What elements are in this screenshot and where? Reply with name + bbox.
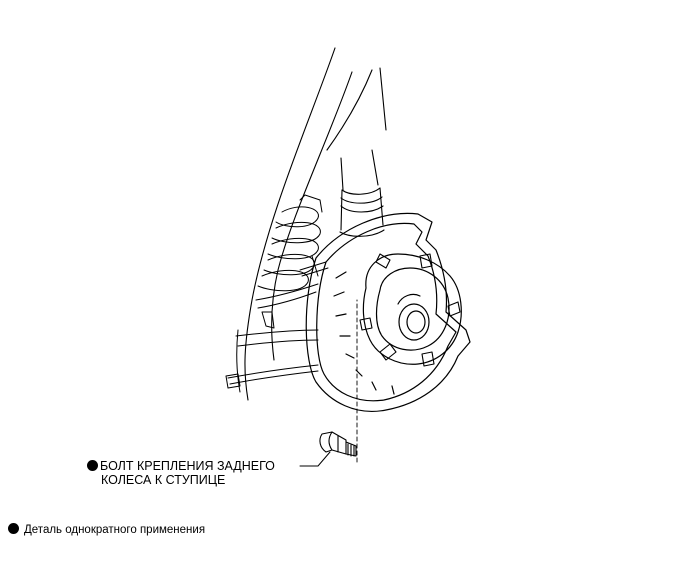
axle-hub bbox=[362, 253, 462, 365]
callout-leader-line bbox=[299, 451, 331, 467]
hub-bolt-callout-line1: БОЛТ КРЕПЛЕНИЯ ЗАДНЕГО bbox=[100, 459, 275, 473]
coil-spring bbox=[257, 194, 323, 292]
hub-bolt-callout-line2: КОЛЕСА К СТУПИЦЕ bbox=[101, 473, 226, 487]
legend-bullet-icon bbox=[8, 523, 19, 534]
wheel-arch bbox=[244, 47, 387, 401]
brake-dust-cover bbox=[305, 212, 471, 412]
hub-studs bbox=[359, 253, 461, 367]
legend-text: Деталь однократного применения bbox=[24, 524, 206, 536]
legend: Деталь однократного применения bbox=[8, 523, 205, 536]
one-time-use-bullet-icon bbox=[87, 460, 98, 471]
hub-bolt bbox=[319, 431, 357, 457]
hub-bolt-callout: БОЛТ КРЕПЛЕНИЯ ЗАДНЕГО КОЛЕСА К СТУПИЦЕ bbox=[87, 459, 275, 487]
